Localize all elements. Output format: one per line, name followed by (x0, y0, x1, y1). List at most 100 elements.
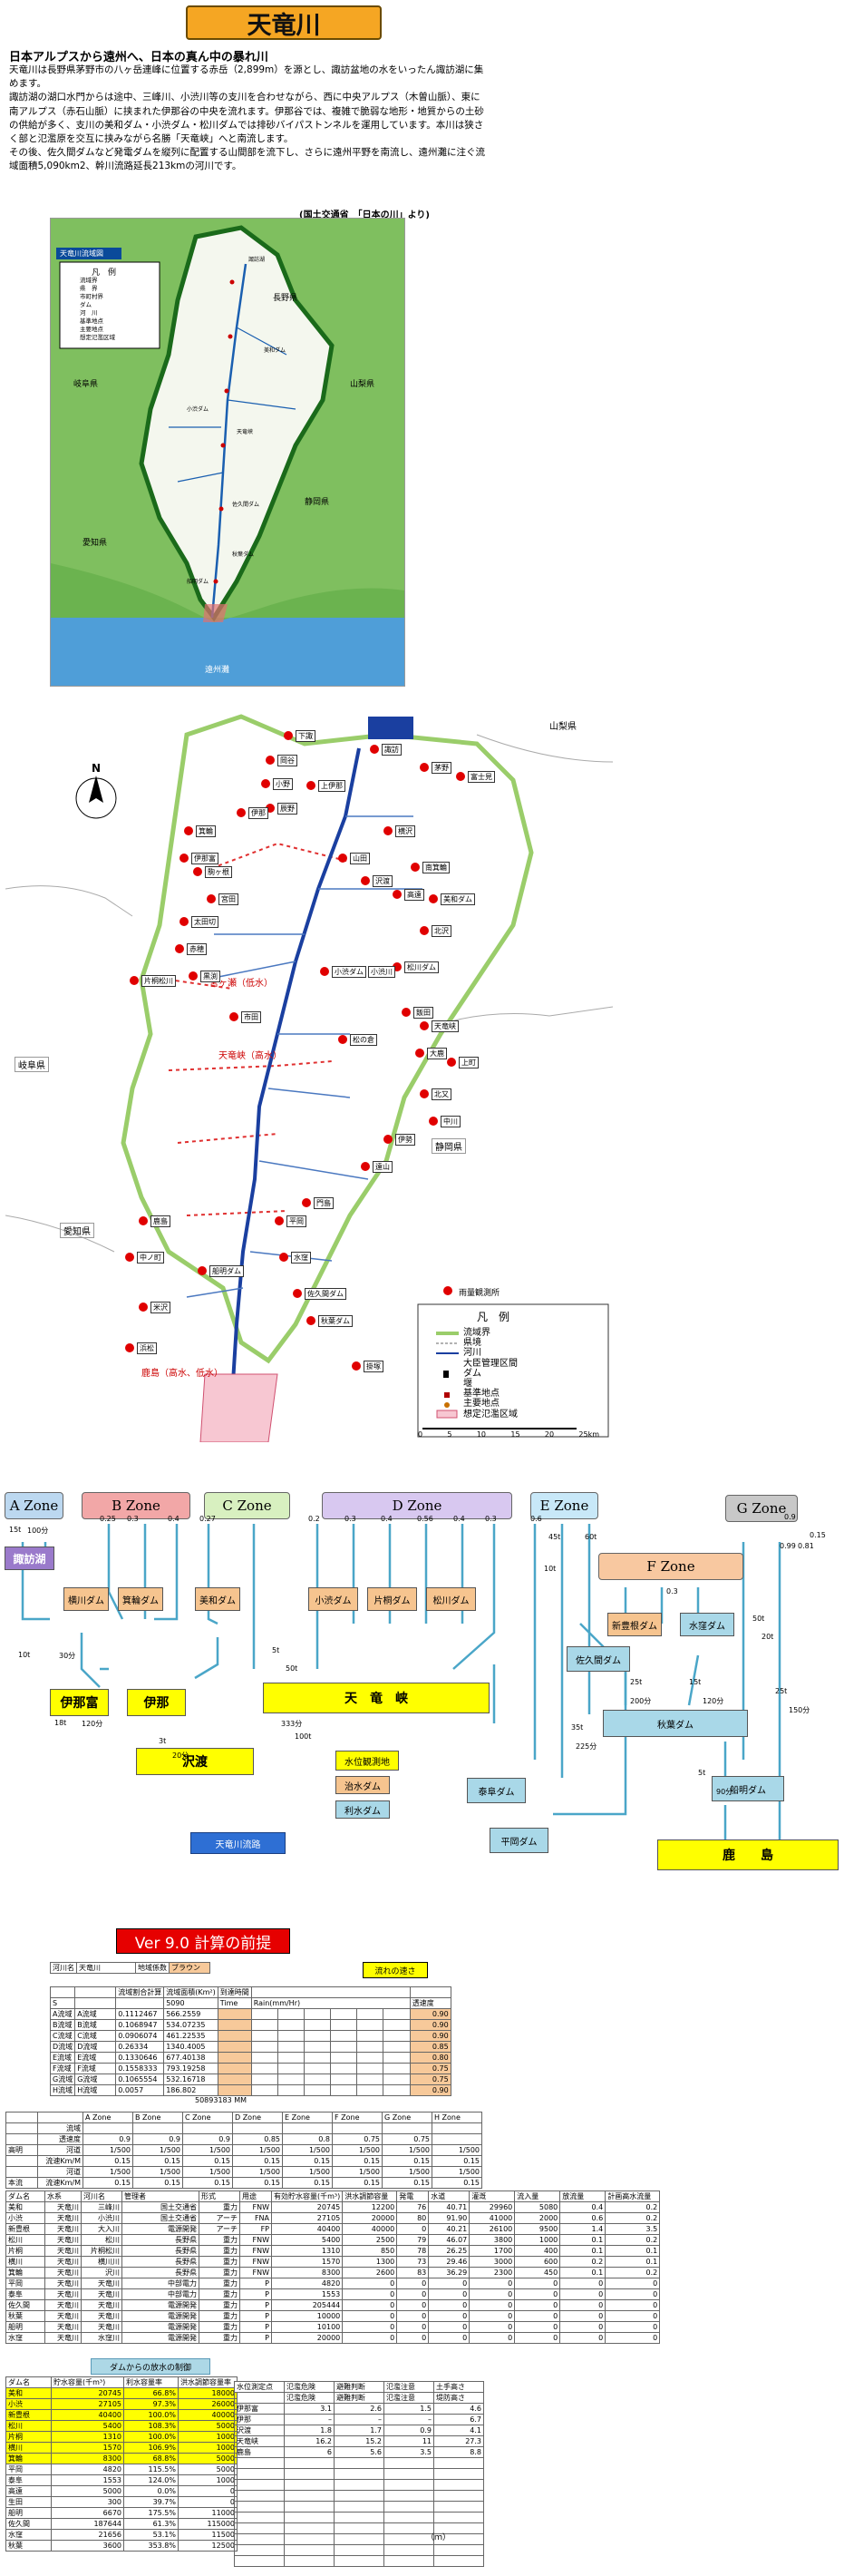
miwa-dam-node: 美和ダム (195, 1587, 240, 1611)
obs-point-label: 上伊那 (318, 780, 345, 792)
obs-point-label: 米沢 (150, 1302, 170, 1313)
rain-station-dot (189, 971, 198, 981)
flow-label: 0.56 (417, 1515, 433, 1523)
flow-label: 0.4 (381, 1515, 393, 1523)
rain-station-dot (429, 1117, 438, 1126)
rain-station-dot (338, 1035, 347, 1044)
flow-label: 0.6 (530, 1515, 542, 1523)
legend-water-level: 水位観測地 (335, 1751, 399, 1771)
obs-point-label: 諏訪 (382, 744, 402, 756)
rain-station-dot (402, 1008, 411, 1017)
rain-station-dot (125, 1343, 134, 1352)
obs-point-label: 秋葉ダム (318, 1315, 353, 1327)
flow-label: 0.25 (100, 1515, 116, 1523)
flow-label: 100分 (27, 1527, 49, 1535)
obs-point-label: 門島 (314, 1197, 334, 1209)
obs-point-label: 赤穂 (187, 943, 207, 955)
label-nagano: 長野県 (273, 294, 298, 303)
funagira-dam-node: 船明ダム (712, 1776, 784, 1801)
observation-map: N 雨量観測所 凡 例 流域界 県境 河川 大臣管理区間 ダム 堰 基準地点 主… (5, 707, 613, 1442)
empty-row (234, 2533, 484, 2545)
dam-table: ダム名水系河川名管理者形式用途有効貯水容量(千m³)洪水調節容量発電水道灌漑流入… (5, 2191, 661, 2344)
label-yamanashi: 山梨県 (350, 380, 375, 389)
calc-basin-table: 流域割合計算 流域面積(Km²) 到達時間 S 5090 Time Rain(m… (49, 1986, 451, 2104)
obs-point-label: 北沢 (432, 925, 451, 937)
rain-station-dot (420, 763, 429, 772)
rain-station-dot (130, 976, 139, 985)
rain-station-dot (193, 867, 202, 876)
obs-point-label: 沢渡 (373, 875, 393, 887)
flow-label: 0.27 (199, 1515, 216, 1523)
label-enshunada: 遠州灘 (205, 666, 230, 675)
label-yamanashi-2: 山梨県 (549, 722, 577, 732)
basin-button[interactable]: 天竜川流路 (190, 1832, 286, 1854)
flow-label: 0.4 (168, 1515, 179, 1523)
empty-row (234, 2544, 484, 2556)
intro-paragraph-3: その後、佐久間ダムなど発電ダムを縦列に配置する山間部を流下し、さらに遠州平野を南… (9, 147, 485, 172)
empty-row (234, 2468, 484, 2480)
label-gifu-2: 岐阜県 (15, 1057, 49, 1072)
mizukubo-dam-node: 水窪ダム (680, 1613, 734, 1636)
table-header-row: 水位測定点氾濫危険避難判断氾濫注意土手高さ (234, 2381, 484, 2393)
obs-point-label: 南箕輪 (422, 862, 450, 873)
rain-station-dot (361, 876, 370, 885)
page-title: 天竜川 (186, 5, 382, 40)
zone-f-header: F Zone (598, 1553, 743, 1580)
obs-point-label: 遠山 (373, 1161, 393, 1173)
obs-point-label: 片桐松川 (141, 975, 176, 987)
obs-point-label: 伊勢 (395, 1134, 415, 1146)
obs-point-label: 船明ダム (209, 1265, 244, 1277)
river-label-0: 天竜峡（高水） (218, 1051, 282, 1061)
rain-station-dot (429, 894, 438, 903)
flow-label: 5t (698, 1769, 706, 1777)
flow-label: 150分 (789, 1706, 810, 1714)
obs-point-label: 下諏 (296, 730, 315, 742)
flow-label: 3t (159, 1737, 167, 1745)
rain-station-dot (284, 731, 293, 740)
minowa-dam-node: 箕輪ダム (118, 1587, 163, 1611)
source-note: (国土交通省 「日本の川」より) (299, 210, 430, 220)
flow-label: 20分 (172, 1751, 189, 1760)
obs-point-label: 駒ヶ根 (205, 866, 232, 878)
table-header-row: ダム名貯水容量(千m³)利水容量率洪水調節容量率 (5, 2376, 238, 2388)
obs-point-label: 高遠 (404, 889, 424, 901)
obs-point-label: 美和ダム (441, 893, 475, 905)
river-label-1: 宮ヶ瀬（低水） (209, 979, 273, 989)
koshibu-dam-node: 小渋ダム (308, 1587, 358, 1611)
ina-tomi-node: 伊那富 (50, 1689, 109, 1716)
rain-station-dot (393, 890, 402, 899)
rain-station-dot (370, 745, 379, 754)
obs-point-label: 太田切 (191, 916, 218, 928)
rain-station-dot (179, 854, 189, 863)
obs-point-label: 富士見 (468, 771, 495, 783)
obs-point-label: 大鹿 (427, 1048, 447, 1059)
intro-text: 天竜川は長野県茅野市の八ヶ岳連峰に位置する赤岳（2,899m）を源とし、諏訪盆地… (9, 63, 490, 174)
flow-label: 50t (752, 1615, 765, 1623)
empty-row (234, 2512, 484, 2523)
suwa-lake-node: 諏訪湖 (5, 1547, 54, 1570)
zone-flow-diagram: A Zone B Zone C Zone D Zone E Zone G Zon… (0, 1488, 844, 1878)
flow-label: 0.3 (344, 1515, 356, 1523)
zone-b-header: B Zone (82, 1492, 190, 1519)
obs-point-label: 横沢 (395, 825, 415, 837)
obs-point-label: 中ノ町 (137, 1252, 164, 1264)
obs-point-label: 小渋ダム (332, 966, 366, 978)
obs-point-label: 松川ダム (404, 961, 439, 973)
